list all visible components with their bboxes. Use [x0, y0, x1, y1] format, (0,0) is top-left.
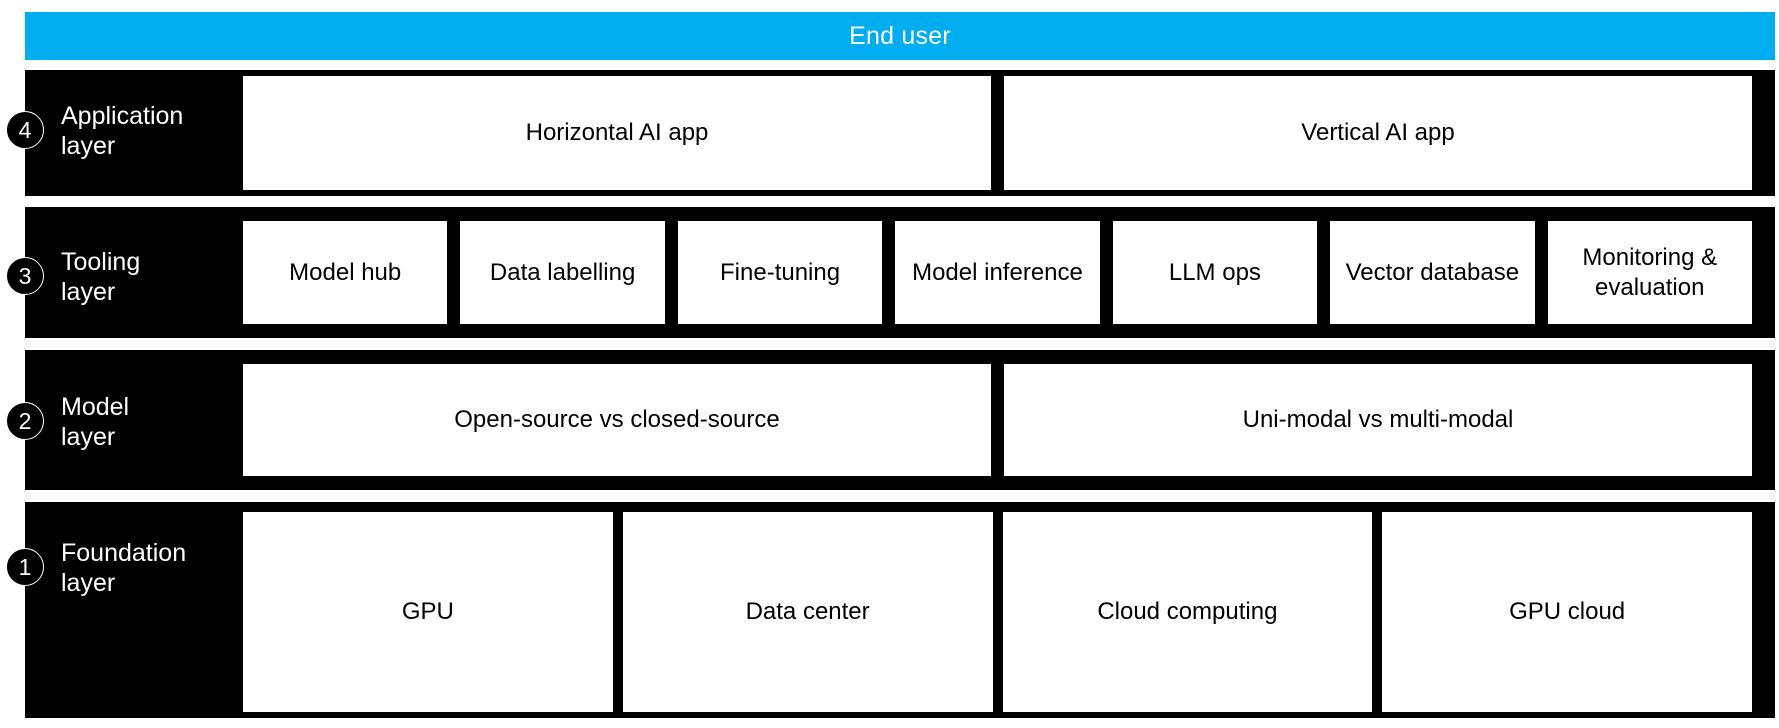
layer-title-model: Model layer [61, 392, 251, 452]
layer-title-line2: layer [61, 132, 116, 160]
layer-badge-number: 4 [18, 116, 32, 143]
cell-llm-ops[interactable]: LLM ops [1112, 221, 1318, 324]
layer-title-line2: layer [61, 278, 116, 306]
cell-model-inference[interactable]: Model inference [895, 221, 1100, 324]
cell-data-center[interactable]: Data center [622, 512, 993, 712]
cell-model-hub[interactable]: Model hub [243, 221, 448, 324]
layer-tooling-cells: Model hub Data labelling Fine-tuning Mod… [243, 221, 1752, 324]
cell-fine-tuning[interactable]: Fine-tuning [677, 221, 883, 324]
end-user-label: End user [849, 21, 951, 50]
layer-title-tooling: Tooling layer [61, 247, 251, 307]
layer-title-application: Application layer [61, 101, 251, 161]
end-user-banner: End user [25, 12, 1775, 60]
cell-uni-modal-vs-multi-modal[interactable]: Uni-modal vs multi-modal [1004, 364, 1752, 476]
layer-badge-1: 1 [6, 548, 44, 586]
layer-title-foundation: Foundation layer [61, 538, 251, 598]
layer-title-line2: layer [61, 569, 116, 597]
layer-foundation-cells: GPU Data center Cloud computing GPU clou… [243, 512, 1752, 712]
cell-vertical-ai-app[interactable]: Vertical AI app [1004, 76, 1752, 190]
layer-badge-2: 2 [6, 402, 44, 440]
layer-badge-4: 4 [6, 111, 44, 149]
layer-title-line1: Application [61, 102, 184, 130]
cell-monitoring-evaluation[interactable]: Monitoring & evaluation [1547, 221, 1752, 324]
cell-vector-database[interactable]: Vector database [1330, 221, 1535, 324]
layer-title-line1: Model [61, 393, 130, 421]
layer-badge-3: 3 [6, 257, 44, 295]
cell-open-source-vs-closed-source[interactable]: Open-source vs closed-source [243, 364, 991, 476]
cell-gpu-cloud[interactable]: GPU cloud [1382, 512, 1752, 712]
layer-title-line1: Foundation [61, 539, 187, 567]
layer-model-cells: Open-source vs closed-source Uni-modal v… [243, 364, 1752, 476]
layer-model: 2 Model layer Open-source vs closed-sour… [6, 350, 1775, 490]
layer-title-line2: layer [61, 423, 116, 451]
cell-gpu[interactable]: GPU [243, 512, 613, 712]
cell-cloud-computing[interactable]: Cloud computing [1002, 512, 1373, 712]
layer-badge-number: 2 [18, 407, 32, 434]
cell-data-labelling[interactable]: Data labelling [460, 221, 665, 324]
layer-application: 4 Application layer Horizontal AI app Ve… [6, 70, 1775, 196]
layer-badge-number: 3 [18, 262, 32, 289]
layer-application-cells: Horizontal AI app Vertical AI app [243, 76, 1752, 190]
layer-title-line1: Tooling [61, 248, 141, 276]
layer-tooling: 3 Tooling layer Model hub Data labelling… [6, 207, 1775, 338]
layer-foundation: 1 Foundation layer GPU Data center Cloud… [6, 502, 1775, 718]
cell-horizontal-ai-app[interactable]: Horizontal AI app [243, 76, 991, 190]
layer-badge-number: 1 [18, 553, 32, 580]
